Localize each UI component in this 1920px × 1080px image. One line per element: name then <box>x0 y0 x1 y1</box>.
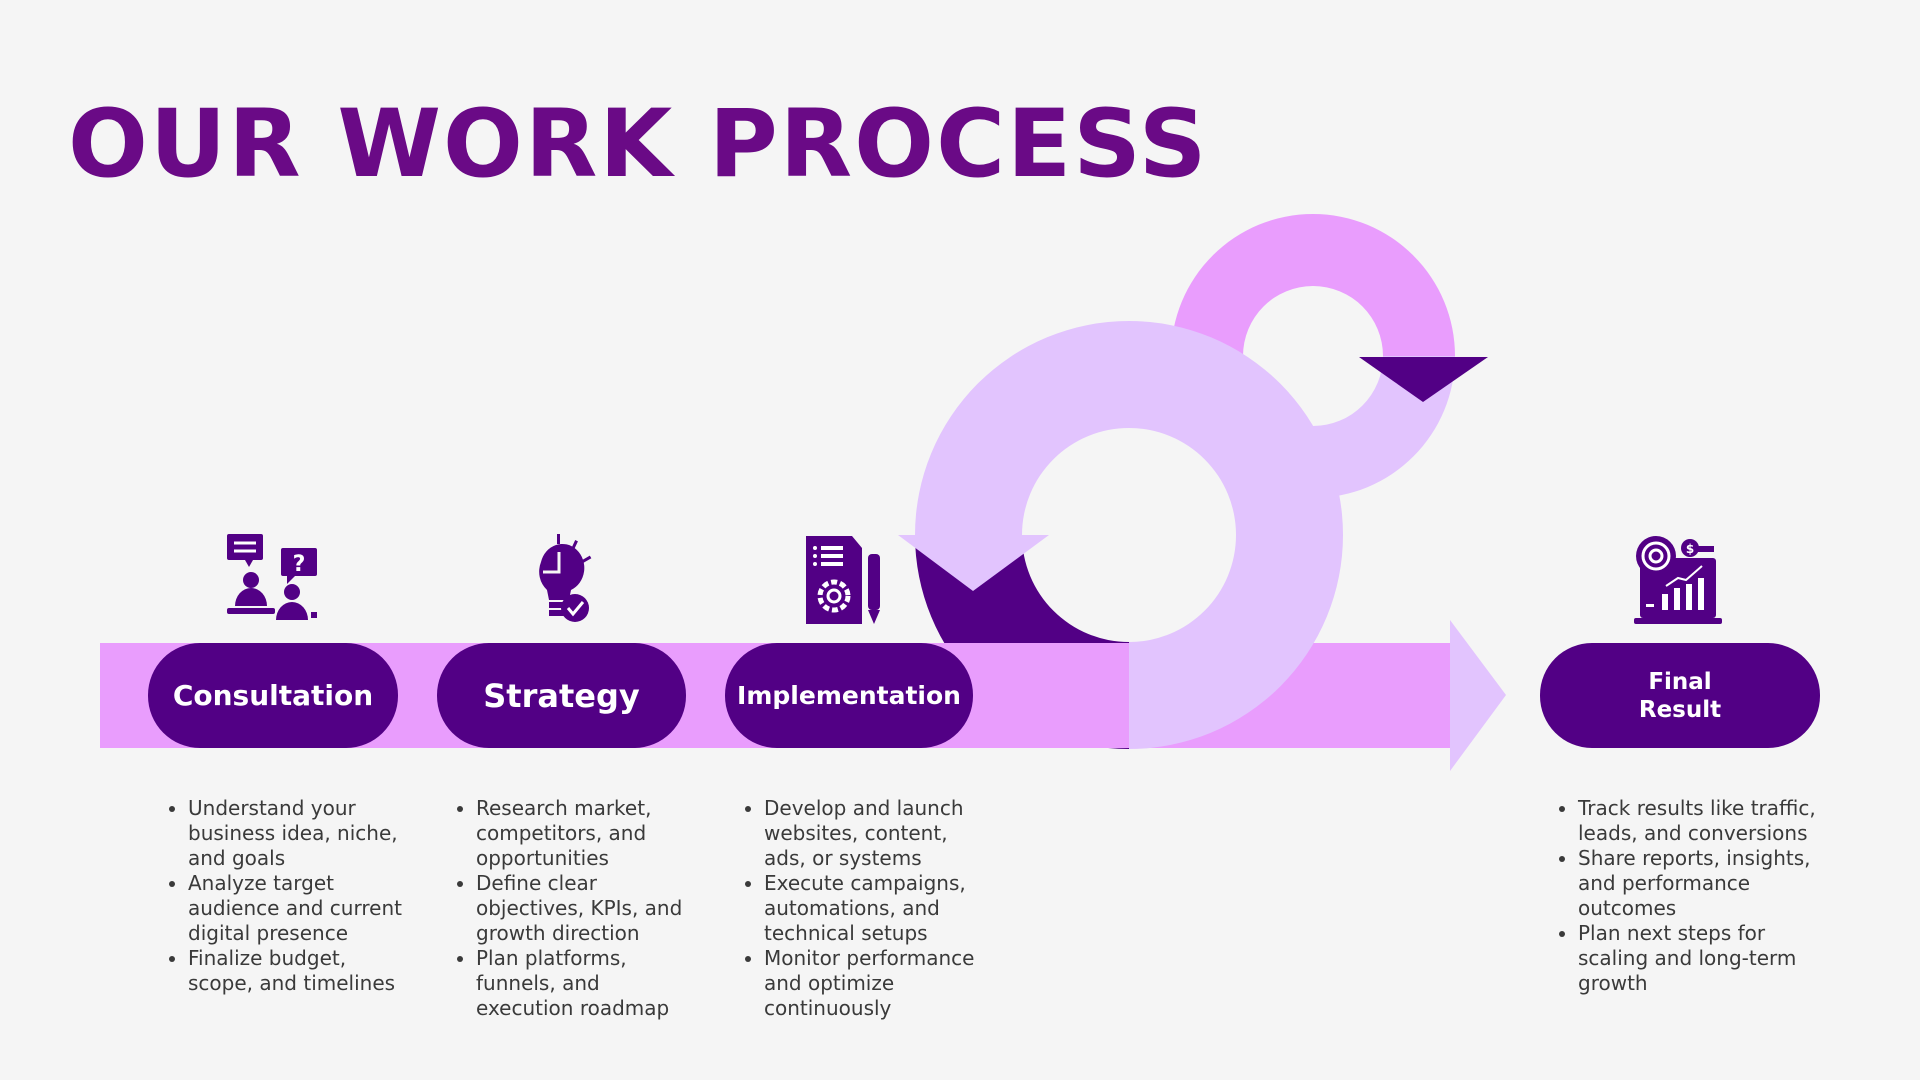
small-loop-arrowhead <box>1359 357 1488 402</box>
step-label: Strategy <box>483 676 640 715</box>
analytics-target-laptop-icon: $ <box>1634 536 1722 624</box>
page-title: OUR WORK PROCESS <box>68 90 1209 199</box>
step-label: Implementation <box>737 681 961 710</box>
bullet-item: Execute campaigns, automations, and tech… <box>764 871 984 946</box>
bullet-item: Develop and launch websites, content, ad… <box>764 796 984 871</box>
step-label: Consultation <box>172 679 374 712</box>
big-loop-arrowhead <box>898 535 1049 591</box>
document-gear-icon <box>806 536 880 624</box>
step-label-line2: Result <box>1638 696 1722 723</box>
step-implementation: Implementation <box>725 643 973 748</box>
bullet-item: Understand your business idea, niche, an… <box>188 796 408 871</box>
bullet-item: Plan platforms, funnels, and execution r… <box>476 946 696 1021</box>
step-strategy: Strategy <box>437 643 686 748</box>
step-consultation: Consultation <box>148 643 398 748</box>
bullet-item: Share reports, insights, and performance… <box>1578 846 1828 921</box>
bullet-item: Plan next steps for scaling and long-ter… <box>1578 921 1828 996</box>
lightbulb-puzzle-icon <box>539 534 592 622</box>
strategy-bullets: Research market, competitors, and opport… <box>454 796 696 1021</box>
step-final-result: Final Result <box>1540 643 1820 748</box>
step-label-line1: Final <box>1648 668 1712 695</box>
bullet-item: Define clear objectives, KPIs, and growt… <box>476 871 696 946</box>
big-loop <box>915 321 1343 749</box>
svg-text:?: ? <box>293 552 306 577</box>
svg-text:$: $ <box>1686 542 1694 556</box>
implementation-bullets: Develop and launch websites, content, ad… <box>742 796 984 1021</box>
bullet-item: Analyze target audience and current digi… <box>188 871 408 946</box>
timeline-arrowhead <box>1450 620 1506 771</box>
bullet-item: Track results like traffic, leads, and c… <box>1578 796 1828 846</box>
small-loop-top <box>1171 214 1455 356</box>
bullet-item: Monitor performance and optimize continu… <box>764 946 984 1021</box>
final-result-bullets: Track results like traffic, leads, and c… <box>1556 796 1828 996</box>
consultation-people-icon: ? <box>227 534 317 620</box>
consultation-bullets: Understand your business idea, niche, an… <box>166 796 408 996</box>
bullet-item: Finalize budget, scope, and timelines <box>188 946 408 996</box>
bullet-item: Research market, competitors, and opport… <box>476 796 696 871</box>
